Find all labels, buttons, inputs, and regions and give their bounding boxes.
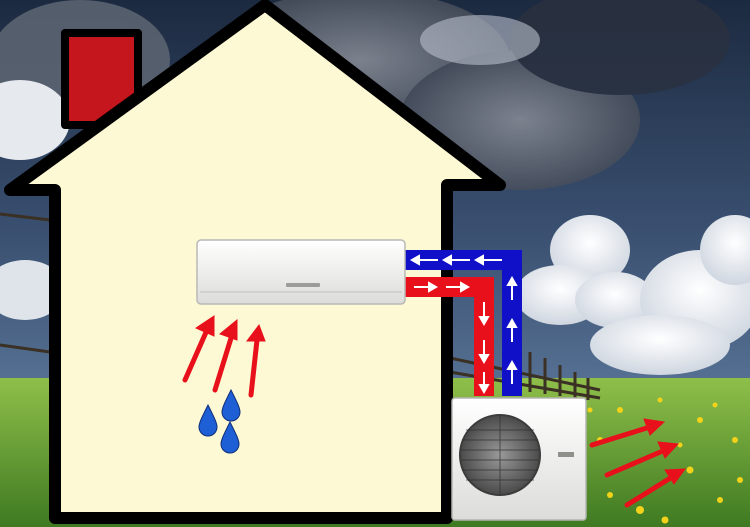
water-drop-icon [198, 403, 218, 437]
water-drops [198, 388, 241, 454]
outdoor-ac-unit [451, 397, 587, 521]
fan-grille-bars [461, 416, 539, 494]
white-clouds [0, 15, 750, 375]
heat-arrow-icon [246, 323, 266, 398]
water-drop-icon [220, 420, 240, 454]
heat-arrow-icon [182, 315, 215, 383]
heat-arrow-icon [604, 441, 680, 478]
flow-arrows [409, 254, 518, 395]
outdoor-heat-arrows [589, 418, 687, 508]
heat-arrow-icon [624, 468, 687, 508]
heat-arrow-icon [589, 418, 666, 448]
heat-arrow-icon [212, 318, 238, 393]
indoor-heat-arrows [182, 315, 266, 398]
indoor-unit-vent [286, 283, 320, 287]
indoor-ac-unit [196, 239, 406, 305]
cold-pipe [404, 250, 522, 396]
water-drop-icon [221, 388, 241, 422]
outdoor-unit-label [558, 452, 574, 457]
